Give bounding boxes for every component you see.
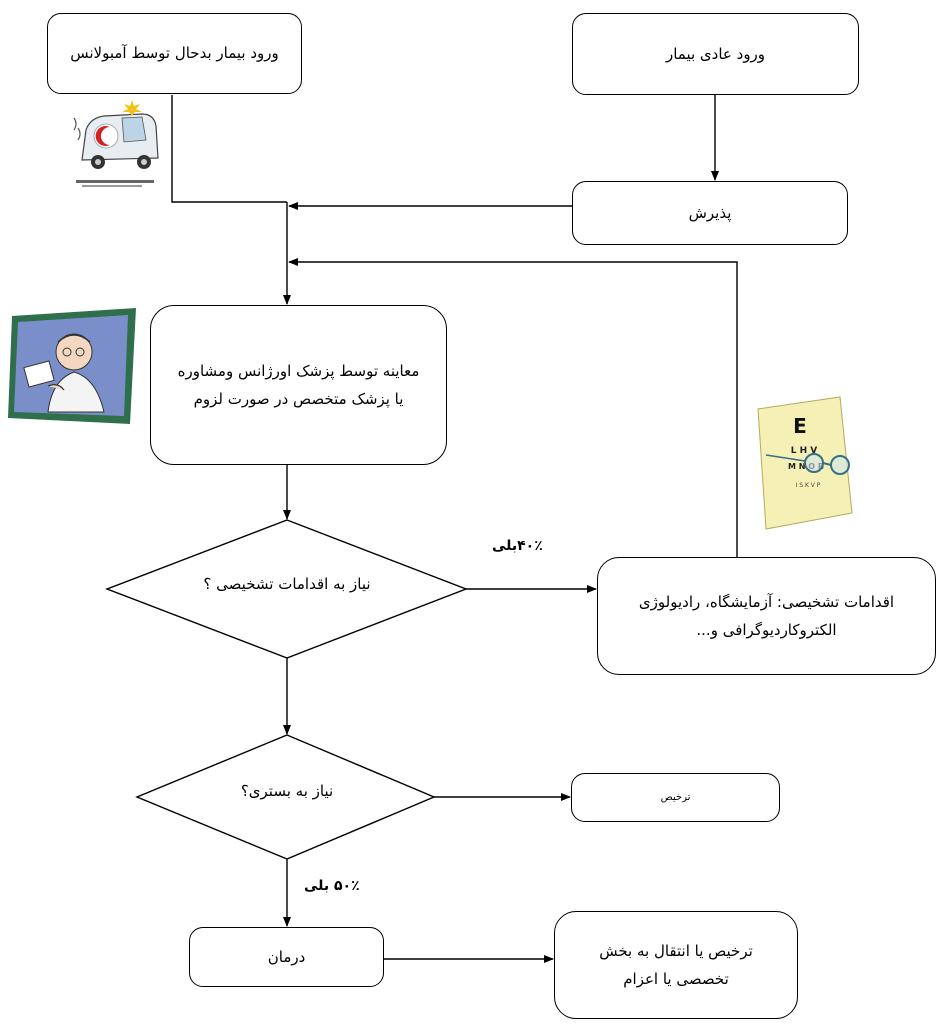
eye-chart-icon: E L H V M N O B I S K V P <box>757 396 853 530</box>
node-diagnostic-procedures: اقدامات تشخیصی: آزمایشگاه، رادیولوژی الک… <box>597 557 936 675</box>
edge-label-admission-yes: ۵۰٪ بلی <box>304 878 360 894</box>
decision-diagnostic-label: نیاز به اقدامات تشخیصی ؟ <box>203 575 371 593</box>
edge-label-diagnostic-yes: ۴۰٪بلی <box>492 538 543 554</box>
eye-chart-letter-row-2: L H V <box>791 446 818 456</box>
node-ambulance-entry-label: ورود بیمار بدحال توسط آمبولانس <box>70 44 279 63</box>
decision-diamond-diagnostic <box>105 519 468 659</box>
node-normal-entry-label: ورود عادی بیمار <box>665 44 766 63</box>
node-treatment: درمان <box>189 927 384 987</box>
node-final-outcome-label: ترخیص یا انتقال به بخش تخصصی یا اعزام <box>599 941 753 989</box>
node-discharge: ترخیص <box>571 773 780 822</box>
node-admission: پذیرش <box>572 181 848 245</box>
edge-diagnostic-loopback <box>288 258 738 558</box>
eye-chart-letter-row-4: I S K V P <box>796 482 821 489</box>
decision-diamond-admission <box>135 734 436 860</box>
node-diagnostic-procedures-label: اقدامات تشخیصی: آزمایشگاه، رادیولوژی الک… <box>638 592 895 640</box>
edge-ambulance-to-main <box>171 95 287 203</box>
node-ambulance-entry: ورود بیمار بدحال توسط آمبولانس <box>47 13 302 94</box>
node-admission-label: پذیرش <box>688 203 732 222</box>
node-normal-entry: ورود عادی بیمار <box>572 13 859 95</box>
node-examination: معاینه توسط پزشک اورژانس ومشاوره یا پزشک… <box>150 305 447 465</box>
doctor-icon <box>8 308 136 424</box>
node-final-outcome: ترخیص یا انتقال به بخش تخصصی یا اعزام <box>554 911 798 1019</box>
ambulance-icon <box>73 100 160 188</box>
decision-admission-label: نیاز به بستری؟ <box>240 782 334 800</box>
node-examination-label: معاینه توسط پزشک اورژانس ومشاوره یا پزشک… <box>177 361 420 409</box>
node-discharge-label: ترخیص <box>660 792 691 803</box>
eye-chart-letter-row-1: E <box>793 414 807 438</box>
node-treatment-label: درمان <box>267 947 306 966</box>
